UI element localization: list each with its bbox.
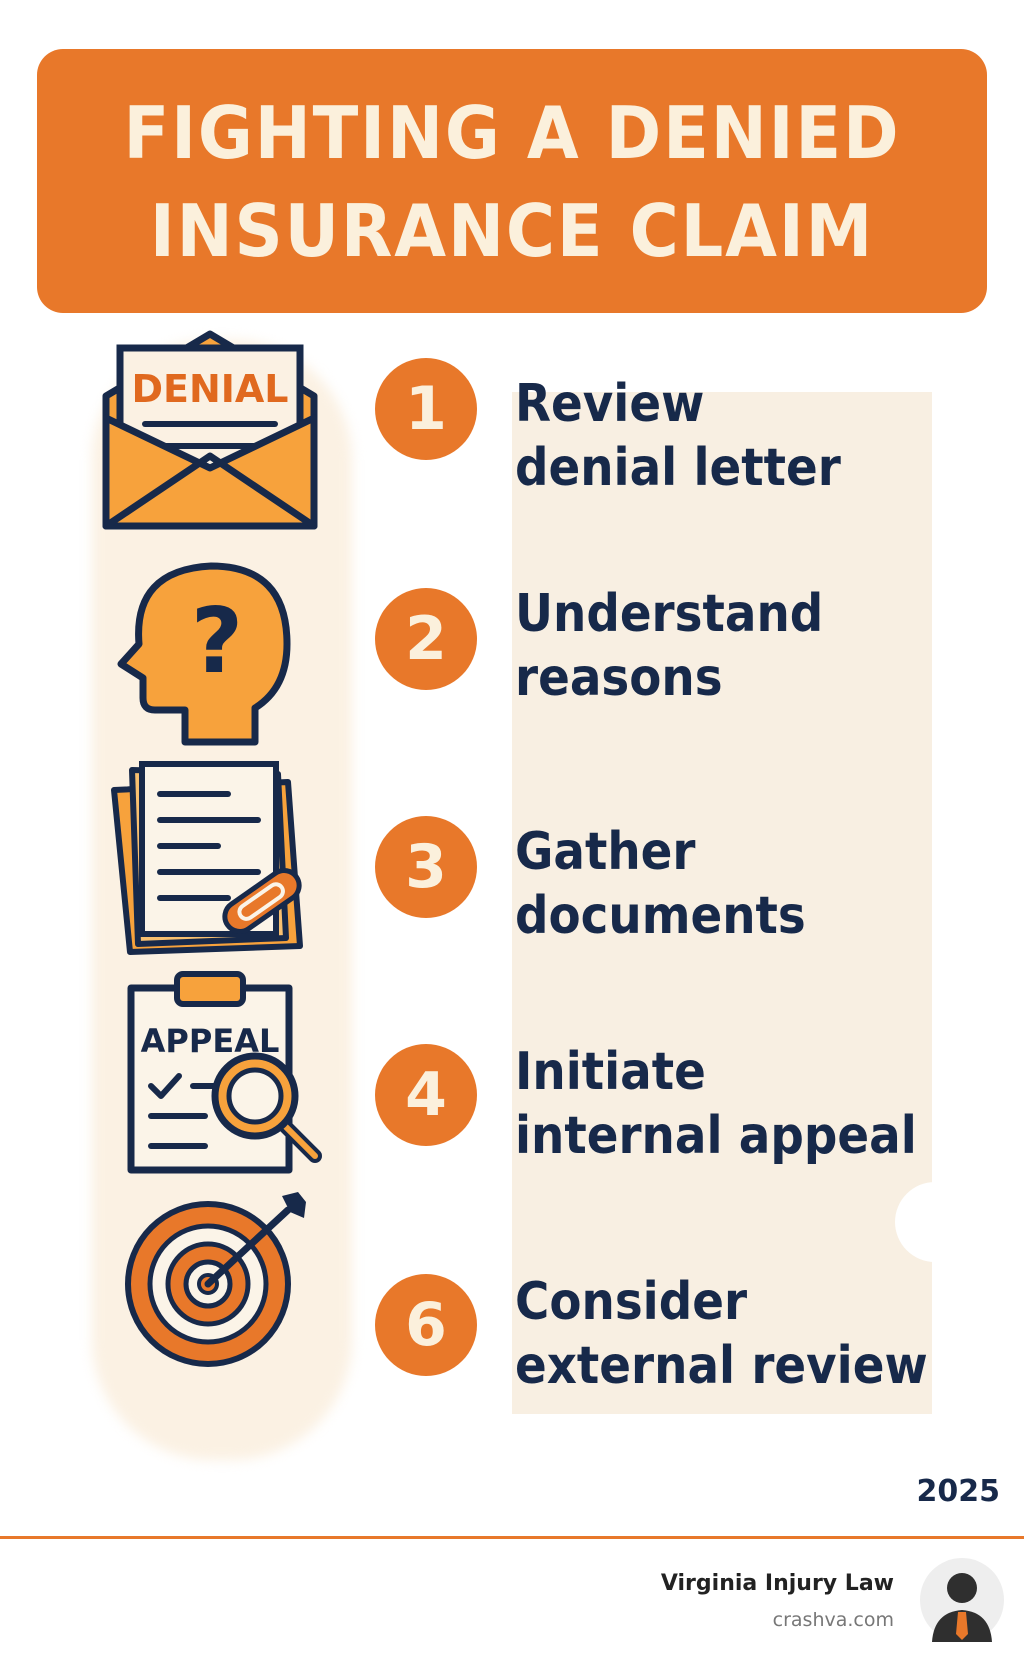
step-label-line-1: Understand [515, 584, 824, 644]
step-label-line-2: external review [515, 1336, 928, 1396]
step-number-badge: 4 [375, 1044, 477, 1146]
documents-icon [111, 761, 303, 955]
title-line-1: FIGHTING A DENIED [123, 91, 901, 175]
clipboard-icon: APPEAL [127, 971, 322, 1174]
step-label-line-1: Gather [515, 822, 696, 882]
title-line-2: INSURANCE CLAIM [149, 189, 875, 273]
footer-brand-name: Virginia Injury Law [660, 1571, 894, 1596]
step-label-line-2: documents [515, 886, 806, 946]
step-number-badge: 1 [375, 358, 477, 460]
footer-url: crashva.com [772, 1609, 894, 1631]
step-label-line-2: denial letter [515, 438, 841, 498]
step-number-badge: 3 [375, 816, 477, 918]
step-label-line-1: Consider [515, 1272, 748, 1332]
envelope-label: DENIAL [131, 367, 288, 411]
step-label-line-1: Review [515, 374, 705, 434]
step-label-line-2: internal appeal [515, 1106, 917, 1166]
avatar-lawyer-icon [920, 1558, 1004, 1642]
step-label-line-1: Initiate [515, 1042, 706, 1102]
envelope-icon: DENIAL [102, 330, 318, 530]
title-banner: FIGHTING A DENIED INSURANCE CLAIM [37, 49, 987, 313]
panel-notch [895, 1182, 955, 1262]
year-label: 2025 [916, 1474, 1001, 1509]
svg-text:?: ? [191, 589, 243, 694]
step-label-line-2: reasons [515, 648, 723, 708]
step-number-badge: 6 [375, 1274, 477, 1376]
head-question-icon: ? [117, 562, 291, 746]
footer-divider [0, 1536, 1024, 1539]
step-number-badge: 2 [375, 588, 477, 690]
steps-text-panel [512, 392, 932, 1414]
target-icon [125, 1192, 306, 1367]
